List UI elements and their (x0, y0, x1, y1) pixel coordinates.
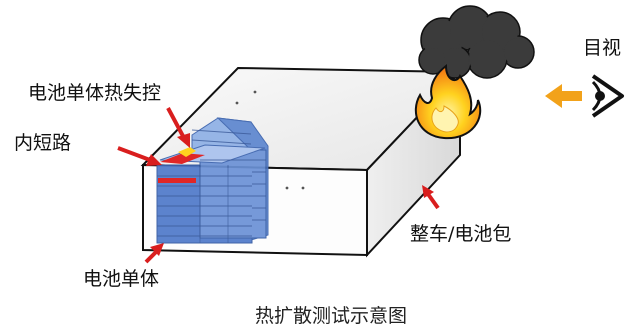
arrow-short (117, 146, 151, 162)
short-spark (178, 147, 196, 157)
label-vehicle-pack: 整车/电池包 (410, 223, 512, 245)
arrow-cell (144, 250, 158, 264)
arrowhead-cell (150, 243, 164, 256)
cell-layer-lines (157, 129, 266, 237)
diagram-caption: 热扩散测试示意图 (255, 305, 408, 327)
arrowhead-runaway (177, 133, 190, 148)
battery-cell-stack (156, 117, 269, 244)
arrowhead-short (146, 154, 162, 166)
short-red-strip (158, 178, 196, 183)
label-internal-short: 内短路 (14, 132, 72, 154)
dot (253, 90, 257, 94)
cell-block-right (199, 149, 267, 239)
arrow-pack (426, 192, 440, 210)
smoke-cloud-fill (421, 8, 532, 76)
cell-dividers (199, 165, 229, 243)
label-cell-thermal-runaway: 电池单体热失控 (28, 82, 162, 104)
dot (301, 186, 305, 190)
dot (285, 186, 289, 190)
dot (235, 101, 239, 105)
arrowhead-pack (422, 185, 434, 198)
fire-icon (415, 64, 482, 140)
label-visual-observation: 目视 (583, 37, 622, 59)
internal-short-marker (158, 147, 205, 183)
callout-arrows (117, 107, 440, 264)
arrow-runaway (166, 107, 186, 139)
arrow-left-icon (545, 84, 582, 108)
label-battery-cell: 电池单体 (83, 268, 160, 290)
short-red-patch (160, 153, 205, 164)
eye-icon (591, 74, 624, 118)
